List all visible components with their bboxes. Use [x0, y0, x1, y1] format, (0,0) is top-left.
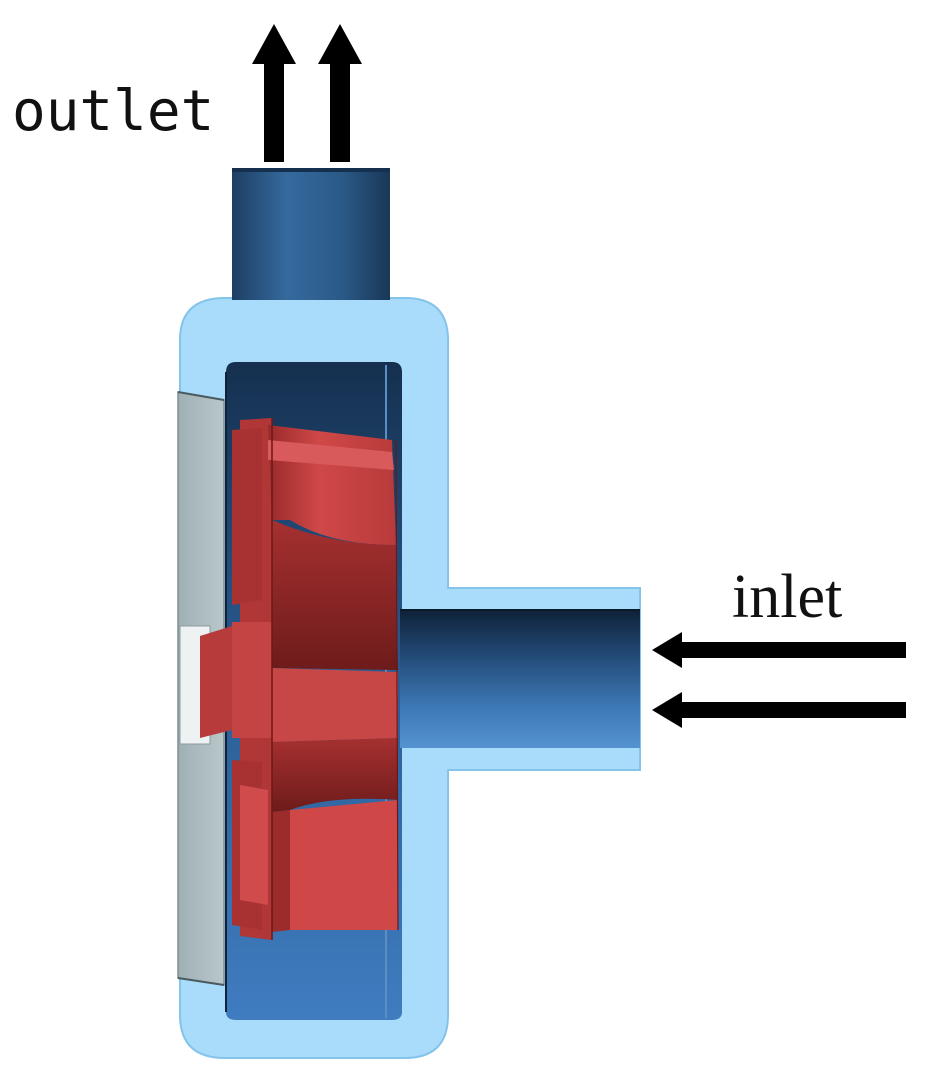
outlet-arrows	[252, 24, 362, 162]
outlet-pipe	[232, 168, 390, 300]
outlet-arrow-right	[318, 24, 362, 162]
inlet-pipe	[400, 609, 640, 748]
inlet-arrows	[652, 632, 906, 728]
outlet-label: outlet	[12, 79, 215, 144]
inlet-arrow-bottom	[652, 692, 906, 728]
inlet-label: inlet	[732, 563, 843, 631]
impeller	[200, 418, 399, 940]
inlet-arrow-top	[652, 632, 906, 668]
outlet-arrow-left	[252, 24, 296, 162]
